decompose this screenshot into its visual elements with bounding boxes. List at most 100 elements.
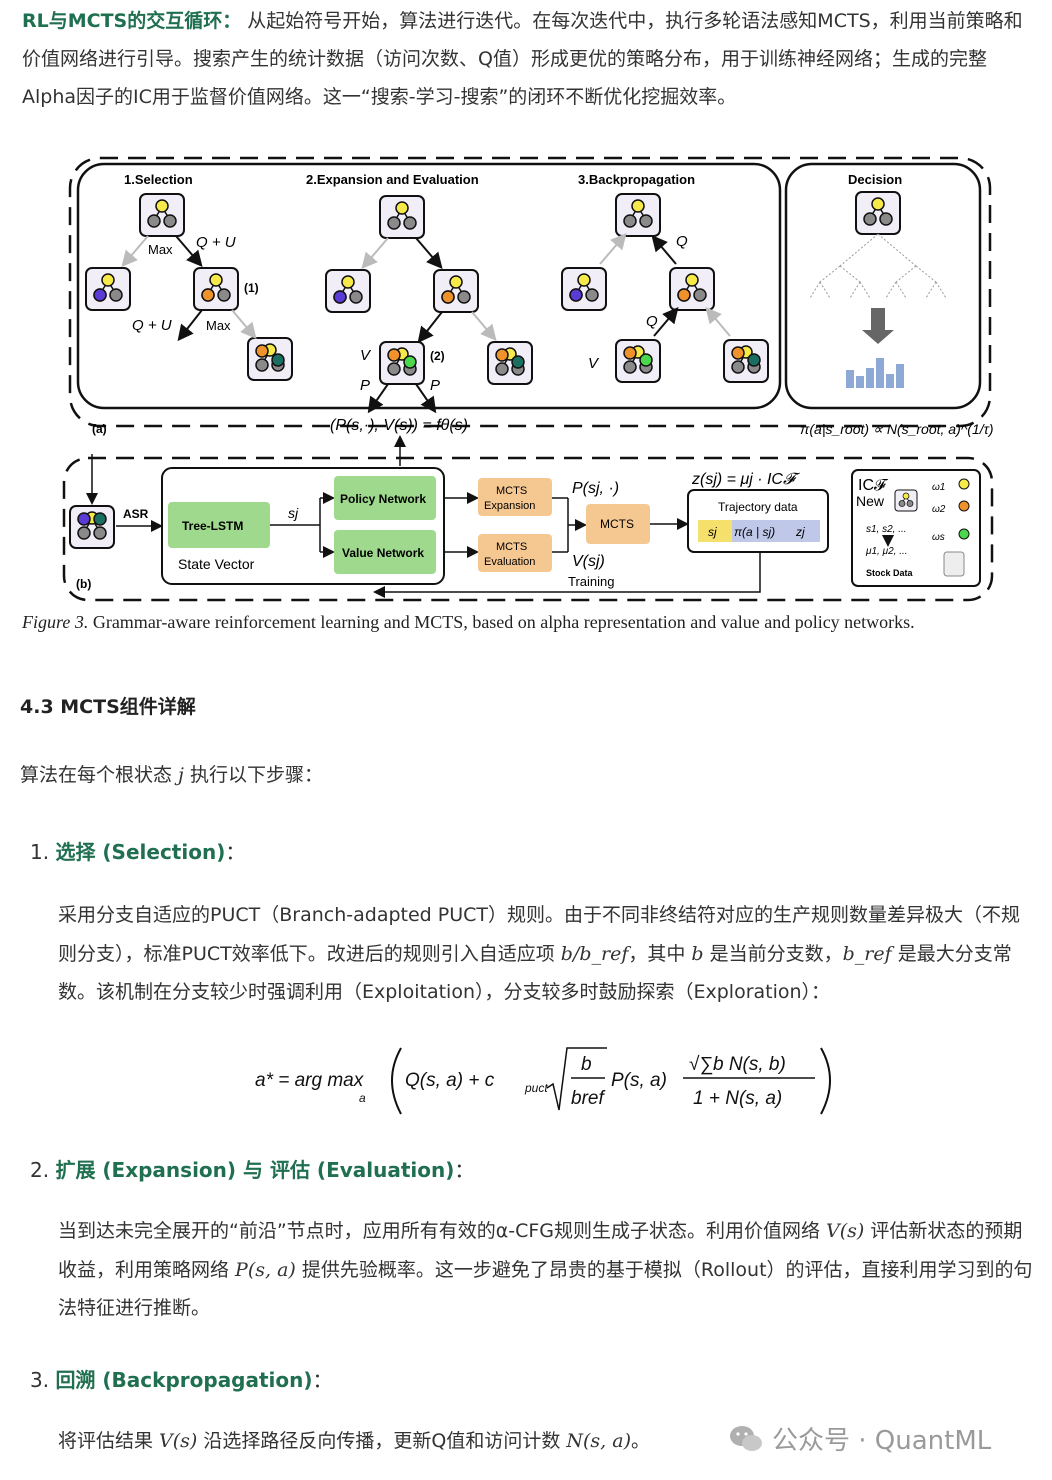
step-2-text-b: 评估新状态的预期收益，利用策略网络 xyxy=(58,1220,1023,1281)
formula-puct: puct xyxy=(524,1081,548,1095)
step-1-number: 1. xyxy=(30,840,50,864)
steps-intro-var: j xyxy=(178,764,184,786)
traj-z: zj xyxy=(795,525,805,539)
step-3-term-a: V(s) xyxy=(159,1430,198,1452)
value-network: Value Network xyxy=(342,546,424,560)
policy-network: Policy Network xyxy=(340,492,426,506)
mcts-eval-1: MCTS xyxy=(496,541,527,553)
step-3-heading: 回溯 (Backpropagation) xyxy=(55,1368,313,1392)
q-label-2: Q xyxy=(646,313,658,330)
wechat-icon xyxy=(730,1425,762,1451)
step-3-number: 3. xyxy=(30,1368,50,1392)
state-vector: State Vector xyxy=(178,556,255,572)
formula-bref: bref xyxy=(571,1088,605,1109)
step-3-text-b: 沿选择路径反向传播，更新Q值和访问计数 xyxy=(197,1430,567,1452)
step-3-title: 3. 回溯 (Backpropagation)： xyxy=(30,1364,333,1393)
q-label-1: Q xyxy=(676,233,688,250)
formula-den: 1 + N(s, a) xyxy=(693,1088,782,1109)
max-label-2: Max xyxy=(206,318,231,333)
asr-label: ASR xyxy=(123,507,149,521)
figure-3: 1.Selection 2.Expansion and Evaluation 3… xyxy=(20,148,1032,604)
new-label: New xyxy=(856,493,885,509)
formula-sub: a xyxy=(359,1091,366,1105)
panel-a: (a) xyxy=(92,422,107,436)
step-1-term-a: b/b_ref xyxy=(560,942,629,965)
step-2-heading: 扩展 (Expansion) 与 评估 (Evaluation) xyxy=(55,1158,455,1182)
v-label-exp: V xyxy=(360,347,372,364)
step-2-title: 2. 扩展 (Expansion) 与 评估 (Evaluation)： xyxy=(30,1154,474,1183)
marker-1: (1) xyxy=(244,281,259,295)
tree-lstm: Tree-LSTM xyxy=(182,519,243,533)
step-3-body: 将评估结果 V(s) 沿选择路径反向传播，更新Q值和访问计数 N(s, a)。 xyxy=(58,1422,1034,1461)
v-sj: V(sj) xyxy=(572,553,605,570)
s-seq: s1, s2, ... xyxy=(866,524,907,535)
mcts-eval-2: Evaluation xyxy=(484,556,535,568)
trajectory-data: Trajectory data xyxy=(718,500,798,514)
mcts-box: MCTS xyxy=(600,517,634,531)
p-sj: P(sj, ·) xyxy=(572,480,619,497)
max-label-1: Max xyxy=(148,242,173,257)
formula-lhs: a* = arg max xyxy=(255,1070,365,1091)
net-equation: (P(s,·), V(s)) = fθ(s) xyxy=(330,417,468,434)
formula-p: P(s, a) xyxy=(611,1070,667,1091)
w1: ω1 xyxy=(932,482,945,493)
v-label-back: V xyxy=(588,355,600,372)
step-2-number: 2. xyxy=(30,1158,50,1182)
z-equation: z(sj) = μj · IC𝓕 xyxy=(691,471,801,488)
step-2-colon: ： xyxy=(454,1158,475,1182)
step-2-term-b: P(s, a) xyxy=(235,1258,296,1281)
steps-intro: 算法在每个根状态 j 执行以下步骤： xyxy=(20,760,323,787)
sj-label: sj xyxy=(288,505,299,521)
step-2-term-a: V(s) xyxy=(826,1220,865,1242)
caption-text: Grammar-aware reinforcement learning and… xyxy=(88,612,915,632)
traj-s: sj xyxy=(708,525,717,539)
qu-label-1: Q + U xyxy=(196,234,236,251)
intro-text: 从起始符号开始，算法进行迭代。在每次迭代中，执行多轮语法感知MCTS，利用当前策… xyxy=(22,10,1023,108)
formula-num: √∑b N(s, b) xyxy=(689,1054,786,1075)
step-1-text-c: 是当前分支数， xyxy=(703,942,843,965)
step-3-term-b: N(s, a) xyxy=(566,1430,631,1452)
expansion-title: 2.Expansion and Evaluation xyxy=(306,172,479,187)
formula-q: Q(s, a) + c xyxy=(405,1070,495,1091)
step-1-term-c: b_ref xyxy=(842,942,892,965)
step-1-body: 采用分支自适应的PUCT（Branch-adapted PUCT）规则。由于不同… xyxy=(58,896,1034,1012)
intro-colon: ： xyxy=(222,10,242,32)
p-label-left: P xyxy=(360,377,370,394)
decision-equation: π(a|s_root) ∝ N(s_root, a)^(1/τ) xyxy=(800,421,994,437)
watermark-text: 公众号 · QuantML xyxy=(772,1426,992,1456)
decision-tree xyxy=(809,233,947,299)
backprop-title: 3.Backpropagation xyxy=(578,172,695,187)
step-1-text-d: 是最大分支常数。该机制在分支较少时强调利用（Exploitation），分支较多… xyxy=(58,942,1012,1004)
mcts-exp-1: MCTS xyxy=(496,485,527,497)
mu-seq: μ1, μ2, ... xyxy=(865,546,908,557)
marker-2: (2) xyxy=(430,349,445,363)
step-1-text-a: 采用分支自适应的PUCT（Branch-adapted PUCT）规则。由于不同… xyxy=(58,904,1020,965)
mcts-exp-2: Expansion xyxy=(484,500,535,512)
caption-label: Figure 3. xyxy=(22,612,89,632)
intro-paragraph: RL与MCTS的交互循环： 从起始符号开始，算法进行迭代。在每次迭代中，执行多轮… xyxy=(22,2,1032,116)
steps-intro-before: 算法在每个根状态 xyxy=(20,764,179,786)
traj-pi: π(a | sj) xyxy=(734,525,775,539)
puct-formula: a* = arg max a Q(s, a) + c puct b bref P… xyxy=(255,1040,855,1120)
decision-histogram xyxy=(846,358,904,388)
step-3-text-a: 将评估结果 xyxy=(58,1430,160,1452)
step-2-text-c: 提供先验概率。这一步避免了昂贵的基于模拟（Rollout）的评估，直接利用学习到… xyxy=(58,1258,1033,1320)
steps-intro-after: 执行以下步骤： xyxy=(183,764,323,786)
decision-title: Decision xyxy=(848,172,902,187)
step-2-text-a: 当到达未完全展开的“前沿”节点时，应用所有有效的α-CFG规则生成子状态。利用价… xyxy=(58,1220,827,1242)
step-3-colon: ： xyxy=(312,1368,333,1392)
ws: ωs xyxy=(932,532,945,543)
training-label: Training xyxy=(568,574,614,589)
section-title: 4.3 MCTS组件详解 xyxy=(20,696,196,718)
panel-b: (b) xyxy=(76,577,91,591)
qu-label-2: Q + U xyxy=(132,317,172,334)
watermark: 公众号 · QuantML xyxy=(728,1420,991,1457)
step-1-text-b: ，其中 xyxy=(628,942,692,965)
w2: ω2 xyxy=(932,504,946,515)
selection-title: 1.Selection xyxy=(124,172,193,187)
stock-data: Stock Data xyxy=(866,568,914,578)
step-1-title: 1. 选择 (Selection)： xyxy=(30,836,245,865)
step-1-term-b: b xyxy=(691,942,704,965)
step-2-body: 当到达未完全展开的“前沿”节点时，应用所有有效的α-CFG规则生成子状态。利用价… xyxy=(58,1212,1034,1328)
step-1-colon: ： xyxy=(225,840,246,864)
